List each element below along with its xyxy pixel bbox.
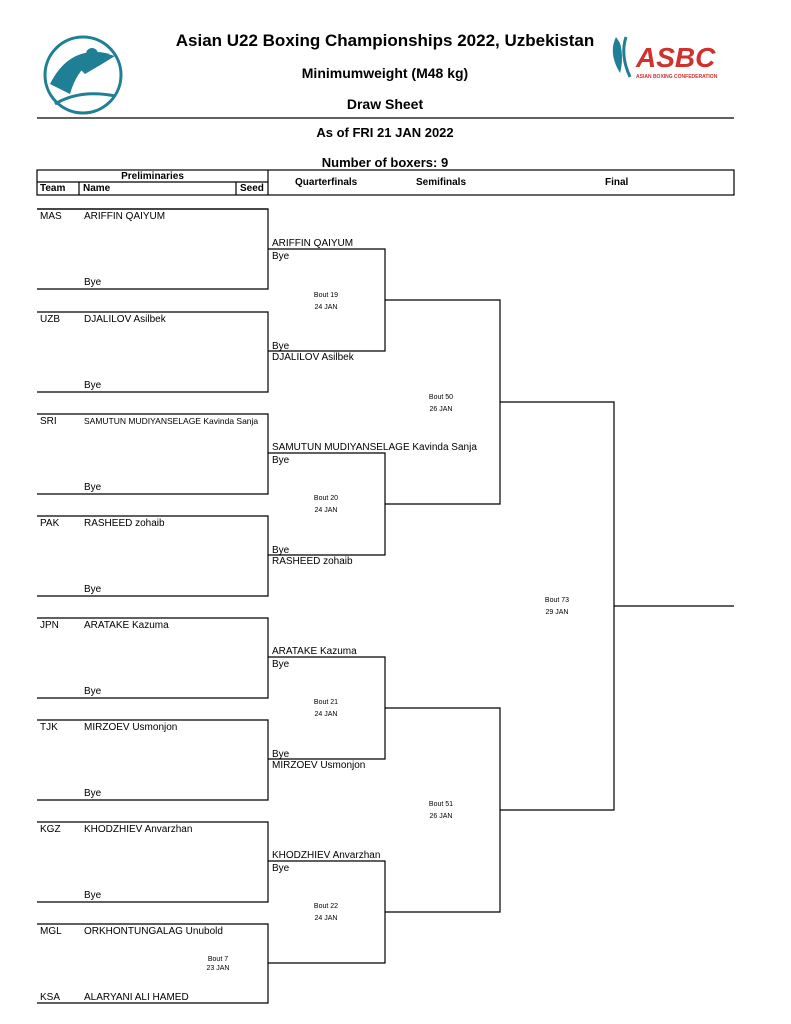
svg-text:ASBC: ASBC <box>635 42 716 73</box>
bout-date: 24 JAN <box>314 711 338 718</box>
bout-date: 26 JAN <box>429 813 453 820</box>
bye-label: Bye <box>272 251 290 262</box>
boxer-name: ARATAKE Kazuma <box>84 620 169 631</box>
bye-label: Bye <box>272 659 290 670</box>
bye-label: Bye <box>272 341 290 352</box>
bye-label: Bye <box>84 277 102 288</box>
boxer-count: Number of boxers: 9 <box>321 155 449 170</box>
team-code: MAS <box>40 211 62 222</box>
preliminaries-header: Preliminaries <box>121 171 184 182</box>
team-header: Team <box>40 183 66 194</box>
qf-boxer-name: MIRZOEV Usmonjon <box>272 760 366 771</box>
bout-label: Bout 21 <box>313 699 339 706</box>
bout-date: 24 JAN <box>314 915 338 922</box>
bye-label: Bye <box>272 545 290 556</box>
boxer-name: ORKHONTUNGALAG Unubold <box>84 926 223 937</box>
bout-date: 24 JAN <box>314 507 338 514</box>
qf-boxer-name: KHODZHIEV Anvarzhan <box>272 850 381 861</box>
qf-boxer-name: SAMUTUN MUDIYANSELAGE Kavinda Sanja <box>272 442 477 453</box>
event-title: Asian U22 Boxing Championships 2022, Uzb… <box>175 31 595 50</box>
sheet-title: Draw Sheet <box>346 96 424 112</box>
boxer-name: RASHEED zohaib <box>84 518 165 529</box>
bout-label: Bout 20 <box>313 495 339 502</box>
semifinals-header: Semifinals <box>416 177 467 188</box>
team-code: SRI <box>40 416 57 427</box>
bout-label: Bout 73 <box>544 597 570 604</box>
bout-date: 29 JAN <box>545 609 569 616</box>
team-code: TJK <box>40 722 58 733</box>
qf-boxer-name: DJALILOV Asilbek <box>272 352 354 363</box>
team-code: PAK <box>40 518 60 529</box>
svg-text:ASIAN BOXING CONFEDERATION: ASIAN BOXING CONFEDERATION <box>636 74 718 80</box>
qf-boxer-name: RASHEED zohaib <box>272 556 353 567</box>
boxer-name: ALARYANI ALI HAMED <box>84 992 189 1003</box>
bout-date: 26 JAN <box>429 406 453 413</box>
bye-label: Bye <box>84 482 102 493</box>
bye-label: Bye <box>272 455 290 466</box>
bye-label: Bye <box>84 890 102 901</box>
bout-label: Bout 7 <box>207 956 229 963</box>
quarterfinals-header: Quarterfinals <box>295 177 358 188</box>
bye-label: Bye <box>84 686 102 697</box>
weight-class: Minimumweight (M48 kg) <box>301 65 469 81</box>
boxer-logo-icon <box>40 34 126 116</box>
as-of-date: As of FRI 21 JAN 2022 <box>316 125 454 140</box>
team-code: MGL <box>40 926 62 937</box>
qf-boxer-name: ARATAKE Kazuma <box>272 646 357 657</box>
bout-label: Bout 51 <box>428 801 454 808</box>
boxer-name: DJALILOV Asilbek <box>84 314 166 325</box>
team-code: UZB <box>40 314 60 325</box>
boxer-name: KHODZHIEV Anvarzhan <box>84 824 193 835</box>
team-code: JPN <box>40 620 59 631</box>
seed-header: Seed <box>240 183 264 194</box>
bout-date: 24 JAN <box>314 304 338 311</box>
asbc-logo: ASBC ASIAN BOXING CONFEDERATION <box>610 33 730 83</box>
bye-label: Bye <box>84 380 102 391</box>
bye-label: Bye <box>272 749 290 760</box>
bye-label: Bye <box>84 584 102 595</box>
boxer-name: ARIFFIN QAIYUM <box>84 211 166 222</box>
bout-date: 23 JAN <box>206 965 230 972</box>
final-header: Final <box>605 177 629 188</box>
name-header: Name <box>83 183 111 194</box>
bout-label: Bout 50 <box>428 394 454 401</box>
bye-label: Bye <box>272 863 290 874</box>
bout-label: Bout 22 <box>313 903 339 910</box>
bye-label: Bye <box>84 788 102 799</box>
boxer-name: SAMUTUN MUDIYANSELAGE Kavinda Sanja <box>84 416 259 426</box>
bout-label: Bout 19 <box>313 292 339 299</box>
qf-boxer-name: ARIFFIN QAIYUM <box>272 238 354 249</box>
team-code: KSA <box>40 992 61 1003</box>
team-code: KGZ <box>40 824 61 835</box>
boxer-name: MIRZOEV Usmonjon <box>84 722 178 733</box>
